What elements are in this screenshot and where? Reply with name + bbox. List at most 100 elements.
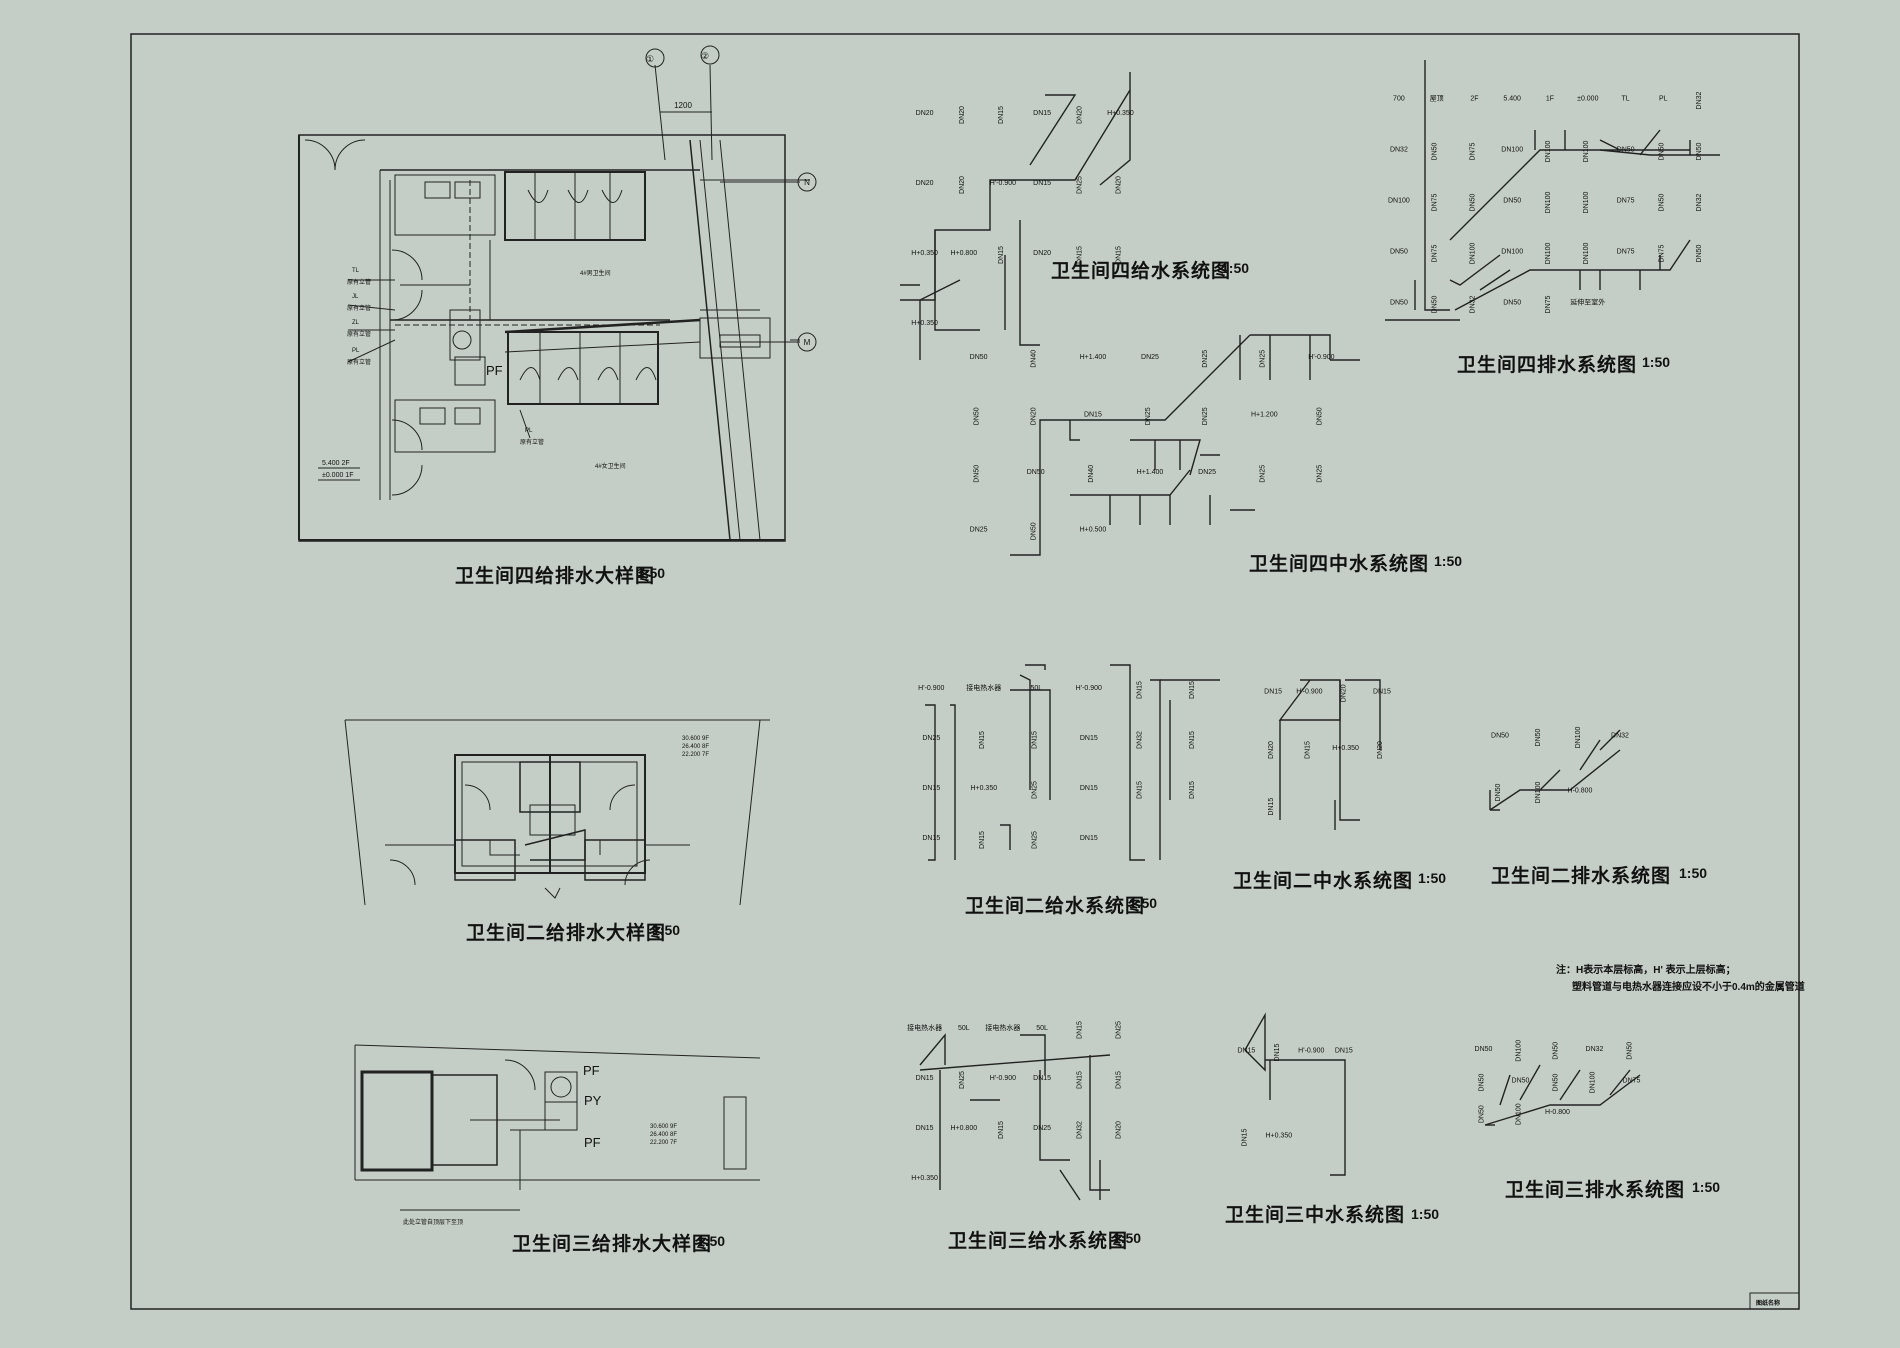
mid4-schematic (1010, 334, 1360, 556)
sup3-pipe-label: DN15 (1076, 1021, 1083, 1039)
sup4-pipe-label: DN15 (1033, 180, 1051, 187)
drain4-pipe-label: DN32 (1696, 91, 1703, 109)
drain4-pipe-label: DN100 (1388, 198, 1410, 205)
drain4-pipe-label: DN50 (1617, 147, 1635, 154)
drain3-schematic (1484, 1064, 1641, 1126)
sup2-pipe-label: DN15 (922, 835, 940, 842)
mid4-pipe-label: DN15 (1084, 411, 1102, 418)
scale-mid4: 1:50 (1434, 553, 1463, 569)
drain4-schematic (1385, 60, 1720, 321)
mid2-pipe-label: DN15 (1264, 688, 1282, 695)
title-drain2: 卫生间二排水系统图 (1491, 866, 1672, 887)
sup3-pipe-label: DN15 (1033, 1075, 1051, 1082)
drain4-pipe-label: 2F (1470, 96, 1478, 103)
plan3-shaft-pf-1: PF (583, 1063, 600, 1078)
mid2-pipe-label: DN15 (1268, 798, 1275, 816)
mid3-pipe-label: DN15 (1241, 1128, 1248, 1146)
drain2-pipe-label: H-0.800 (1568, 788, 1593, 795)
sup3-pipe-label: DN20 (1115, 1121, 1122, 1139)
title-plan3: 卫生间三给排水大样图 (512, 1234, 713, 1255)
sup2-pipe-label: DN25 (1031, 831, 1038, 849)
plan4-pipe-pl-existing: 原有立管 (347, 358, 371, 366)
sup3-pipe-label: DN25 (1115, 1021, 1122, 1039)
scale-sup3: 1:50 (1113, 1230, 1142, 1246)
drain4-pipe-label: DN75 (1432, 193, 1439, 211)
drain2-pipe-label: DN50 (1535, 728, 1542, 746)
mid2-pipe-label: H+0.350 (1332, 745, 1359, 752)
drain4-pipe-label: DN75 (1469, 142, 1476, 160)
mid3-pipe-label: DN15 (1335, 1048, 1353, 1055)
sup3-pipe-label: 接电热水器 (907, 1023, 942, 1032)
drain4-pipe-label: DN32 (1390, 147, 1408, 154)
sup2-pipe-label: DN15 (1136, 781, 1143, 799)
plan4-grid-N: N (804, 178, 810, 187)
sup3-schematic (919, 1033, 1111, 1201)
scale-sup4: 1:50 (1221, 260, 1250, 276)
drain4-pipe-label: DN32 (1469, 295, 1476, 313)
drain4-pipe-label: 延伸至室外 (1570, 298, 1605, 307)
drain4-pipe-label: DN32 (1696, 193, 1703, 211)
sup4-pipe-label: H+0.800 (950, 250, 977, 257)
mid3-pipe-label: DN15 (1237, 1048, 1255, 1055)
plan4-axis-2: ② (701, 51, 709, 61)
scale-sup2: 1:50 (1129, 895, 1158, 911)
plan4-pl-label: PL (525, 428, 533, 434)
drain4-pipe-label: DN75 (1617, 198, 1635, 205)
sup3-pipe-label: H+0.800 (950, 1125, 977, 1132)
general-note-1: 注：H表示本层标高，H' 表示上层标高； (1556, 965, 1736, 976)
title-plan2: 卫生间二给排水大样图 (466, 923, 667, 944)
sup3-pipe-label: DN15 (1076, 1071, 1083, 1089)
mid4-pipe-label: DN25 (1259, 465, 1266, 483)
drain4-pipe-label: 700 (1393, 96, 1405, 103)
drain4-pipe-label: DN100 (1501, 147, 1523, 154)
drain3-pipe-label: DN100 (1516, 1040, 1523, 1062)
sup4-pipe-label: DN15 (1076, 246, 1083, 264)
drain4-pipe-label: DN50 (1469, 193, 1476, 211)
title-sup3: 卫生间三给水系统图 (948, 1231, 1129, 1252)
drain3-pipe-label: DN50 (1479, 1105, 1486, 1123)
sup3-pipe-label: H+0.350 (911, 1175, 938, 1182)
plan-restroom-3 (354, 1044, 761, 1211)
drain4-pipe-label: DN50 (1390, 300, 1408, 307)
scale-plan3: 1:50 (697, 1233, 726, 1249)
drain4-pipe-label: DN75 (1658, 244, 1665, 262)
drain4-pipe-label: DN100 (1545, 192, 1552, 214)
sup3-pipe-label: 50L (1036, 1025, 1048, 1032)
plan4-pl-existing: 原有立管 (520, 438, 544, 446)
sup2-pipe-label: DN25 (1031, 781, 1038, 799)
mid2-pipe-label: DN20 (1377, 741, 1384, 759)
mid2-pipe-label: DN15 (1373, 688, 1391, 695)
mid4-pipe-label: DN25 (1198, 469, 1216, 476)
sup3-pipe-label: DN15 (1115, 1071, 1122, 1089)
mid4-pipe-label: H+1.400 (1080, 354, 1107, 361)
sup4-pipe-label: DN20 (1115, 176, 1122, 194)
sup2-pipe-label: DN15 (979, 731, 986, 749)
sup3-pipe-label: DN15 (916, 1075, 934, 1082)
plan4-grid-M: M (804, 338, 811, 347)
sup3-pipe-label: DN15 (916, 1125, 934, 1132)
drain2-pipe-label: DN100 (1575, 727, 1582, 749)
sup2-pipe-label: DN15 (922, 785, 940, 792)
mid3-pipe-label: H'-0.900 (1298, 1048, 1324, 1055)
scale-plan2: 1:50 (652, 922, 681, 938)
drain3-pipe-label: H-0.800 (1545, 1109, 1570, 1116)
mid4-pipe-label: DN40 (1088, 465, 1095, 483)
mid4-pipe-label: DN25 (1316, 465, 1323, 483)
mid4-pipe-label: DN20 (1031, 407, 1038, 425)
sup2-pipe-label: H+0.350 (970, 785, 997, 792)
plan-restroom-4 (298, 45, 817, 542)
drain3-pipe-label: DN50 (1553, 1073, 1560, 1091)
drain4-pipe-label: 1F (1546, 96, 1554, 103)
plan4-dimension: 1200 (674, 101, 692, 110)
sup2-pipe-label: H'-0.900 (918, 685, 944, 692)
sup2-pipe-label: DN32 (1136, 731, 1143, 749)
drain4-pipe-label: ±0.000 (1577, 96, 1598, 103)
plan2-level-7f: 22.200 7F (682, 752, 709, 758)
plan2-level-9f: 30.600 9F (682, 736, 709, 742)
title-plan4: 卫生间四给排水大样图 (455, 566, 656, 587)
drain2-pipe-label: DN100 (1535, 782, 1542, 804)
mid4-pipe-label: DN25 (970, 526, 988, 533)
plan4-level-1f: ±0.000 1F (322, 472, 353, 479)
mid4-pipe-label: DN50 (974, 407, 981, 425)
